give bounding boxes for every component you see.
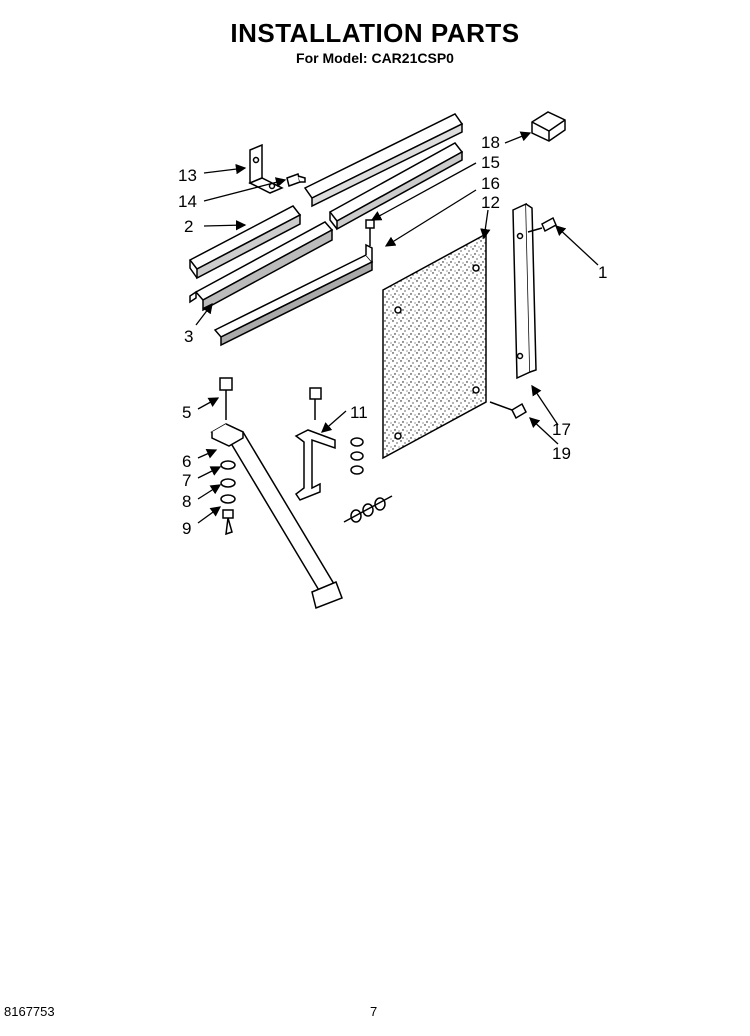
callout-6: 6 <box>182 452 191 471</box>
model-subtitle: For Model: CAR21CSP0 <box>296 50 454 66</box>
page-title: INSTALLATION PARTS <box>230 18 520 48</box>
part-11-bracket <box>294 429 336 501</box>
part-12-panel <box>382 232 487 460</box>
callout-17: 17 <box>552 420 571 439</box>
callout-19: 19 <box>552 444 571 463</box>
part-15-screw <box>365 219 375 246</box>
part-14-screw <box>286 173 306 187</box>
top-rail-long <box>303 113 464 208</box>
part-1-screw <box>527 216 557 233</box>
callout-13: 13 <box>178 166 197 185</box>
part-18-block <box>531 111 566 142</box>
callout-12: 12 <box>481 193 500 212</box>
callout-16: 16 <box>481 174 500 193</box>
callout-18: 18 <box>481 133 500 152</box>
part-5-bolt <box>219 377 233 420</box>
part-2-rail <box>188 205 302 280</box>
callout-14: 14 <box>178 192 197 211</box>
part-15-rail <box>328 142 464 231</box>
callout-3: 3 <box>184 327 193 346</box>
callout-1: 1 <box>598 263 607 282</box>
leveling-leg <box>210 423 343 610</box>
page-number: 7 <box>370 1004 378 1019</box>
callout-7: 7 <box>182 471 191 490</box>
washer-stack-left <box>220 460 236 536</box>
callout-15: 15 <box>481 153 500 172</box>
part-13-bracket <box>248 143 284 194</box>
leader-lines <box>195 131 599 524</box>
document-number: 8167753 <box>4 1004 55 1019</box>
callout-8: 8 <box>182 492 191 511</box>
callout-labels: 1 2 3 5 6 7 8 9 11 12 13 14 15 16 17 18 … <box>178 133 607 538</box>
part-16-angle <box>213 243 374 347</box>
part-19-screw <box>489 401 527 420</box>
callout-11: 11 <box>350 403 368 422</box>
part-11-bolt <box>309 387 322 420</box>
part-17-rail <box>512 202 537 380</box>
callout-5: 5 <box>182 403 191 422</box>
callout-2: 2 <box>184 217 193 236</box>
callout-9: 9 <box>182 519 191 538</box>
washer-stack-right <box>343 437 393 523</box>
